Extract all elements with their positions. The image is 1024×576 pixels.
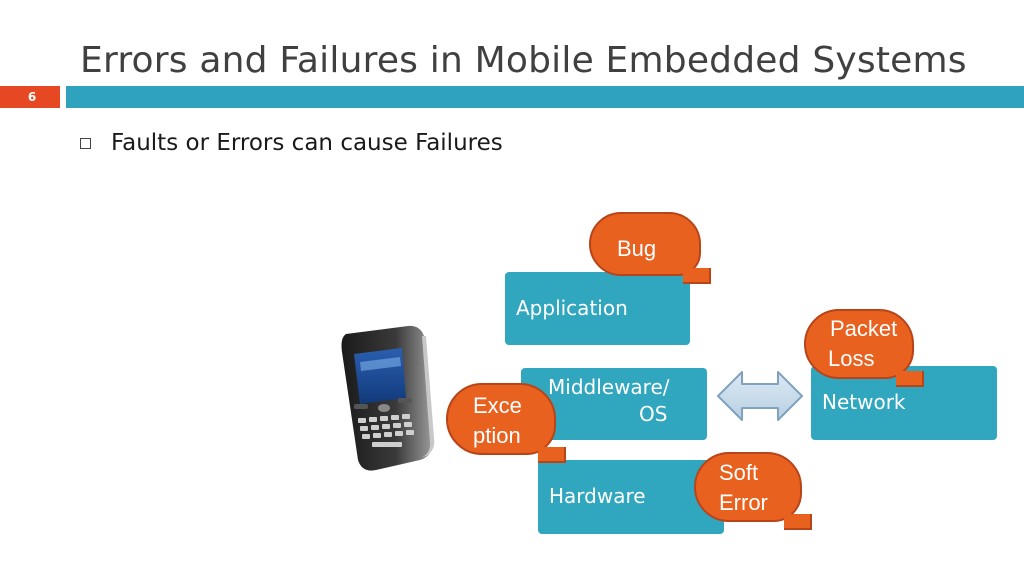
packet-loss-label-line2: Loss [828, 346, 875, 371]
soft-error-callout: Soft Error [694, 452, 812, 530]
packet-loss-callout: Packet Loss [804, 309, 924, 387]
bug-callout: Bug [589, 212, 711, 284]
slide-title: Errors and Failures in Mobile Embedded S… [80, 40, 967, 81]
exception-label-line1: Exce [473, 393, 522, 418]
exception-label-line2: ption [473, 423, 521, 448]
bug-label: Bug [617, 236, 657, 261]
network-label: Network [822, 390, 906, 414]
bullet-item: Faults or Errors can cause Failures [80, 130, 503, 156]
middleware-label-line1: Middleware/ [548, 375, 670, 399]
application-layer-box: Application [505, 272, 690, 345]
double-headed-arrow-icon [716, 370, 804, 426]
hardware-label: Hardware [549, 484, 646, 508]
soft-error-label-line2: Error [719, 490, 768, 515]
application-label: Application [516, 296, 628, 320]
bullet-text: Faults or Errors can cause Failures [111, 130, 503, 156]
packet-loss-label-line1: Packet [830, 316, 898, 341]
middleware-label-line2: OS [639, 402, 668, 426]
soft-error-label-line1: Soft [719, 460, 759, 485]
exception-callout: Exce ption [446, 383, 566, 463]
slide-number: 6 [0, 86, 60, 108]
blackberry-phone-image [336, 322, 440, 478]
title-underline-bar [66, 86, 1024, 108]
hardware-layer-box: Hardware [538, 460, 724, 534]
square-bullet-icon [80, 137, 91, 149]
